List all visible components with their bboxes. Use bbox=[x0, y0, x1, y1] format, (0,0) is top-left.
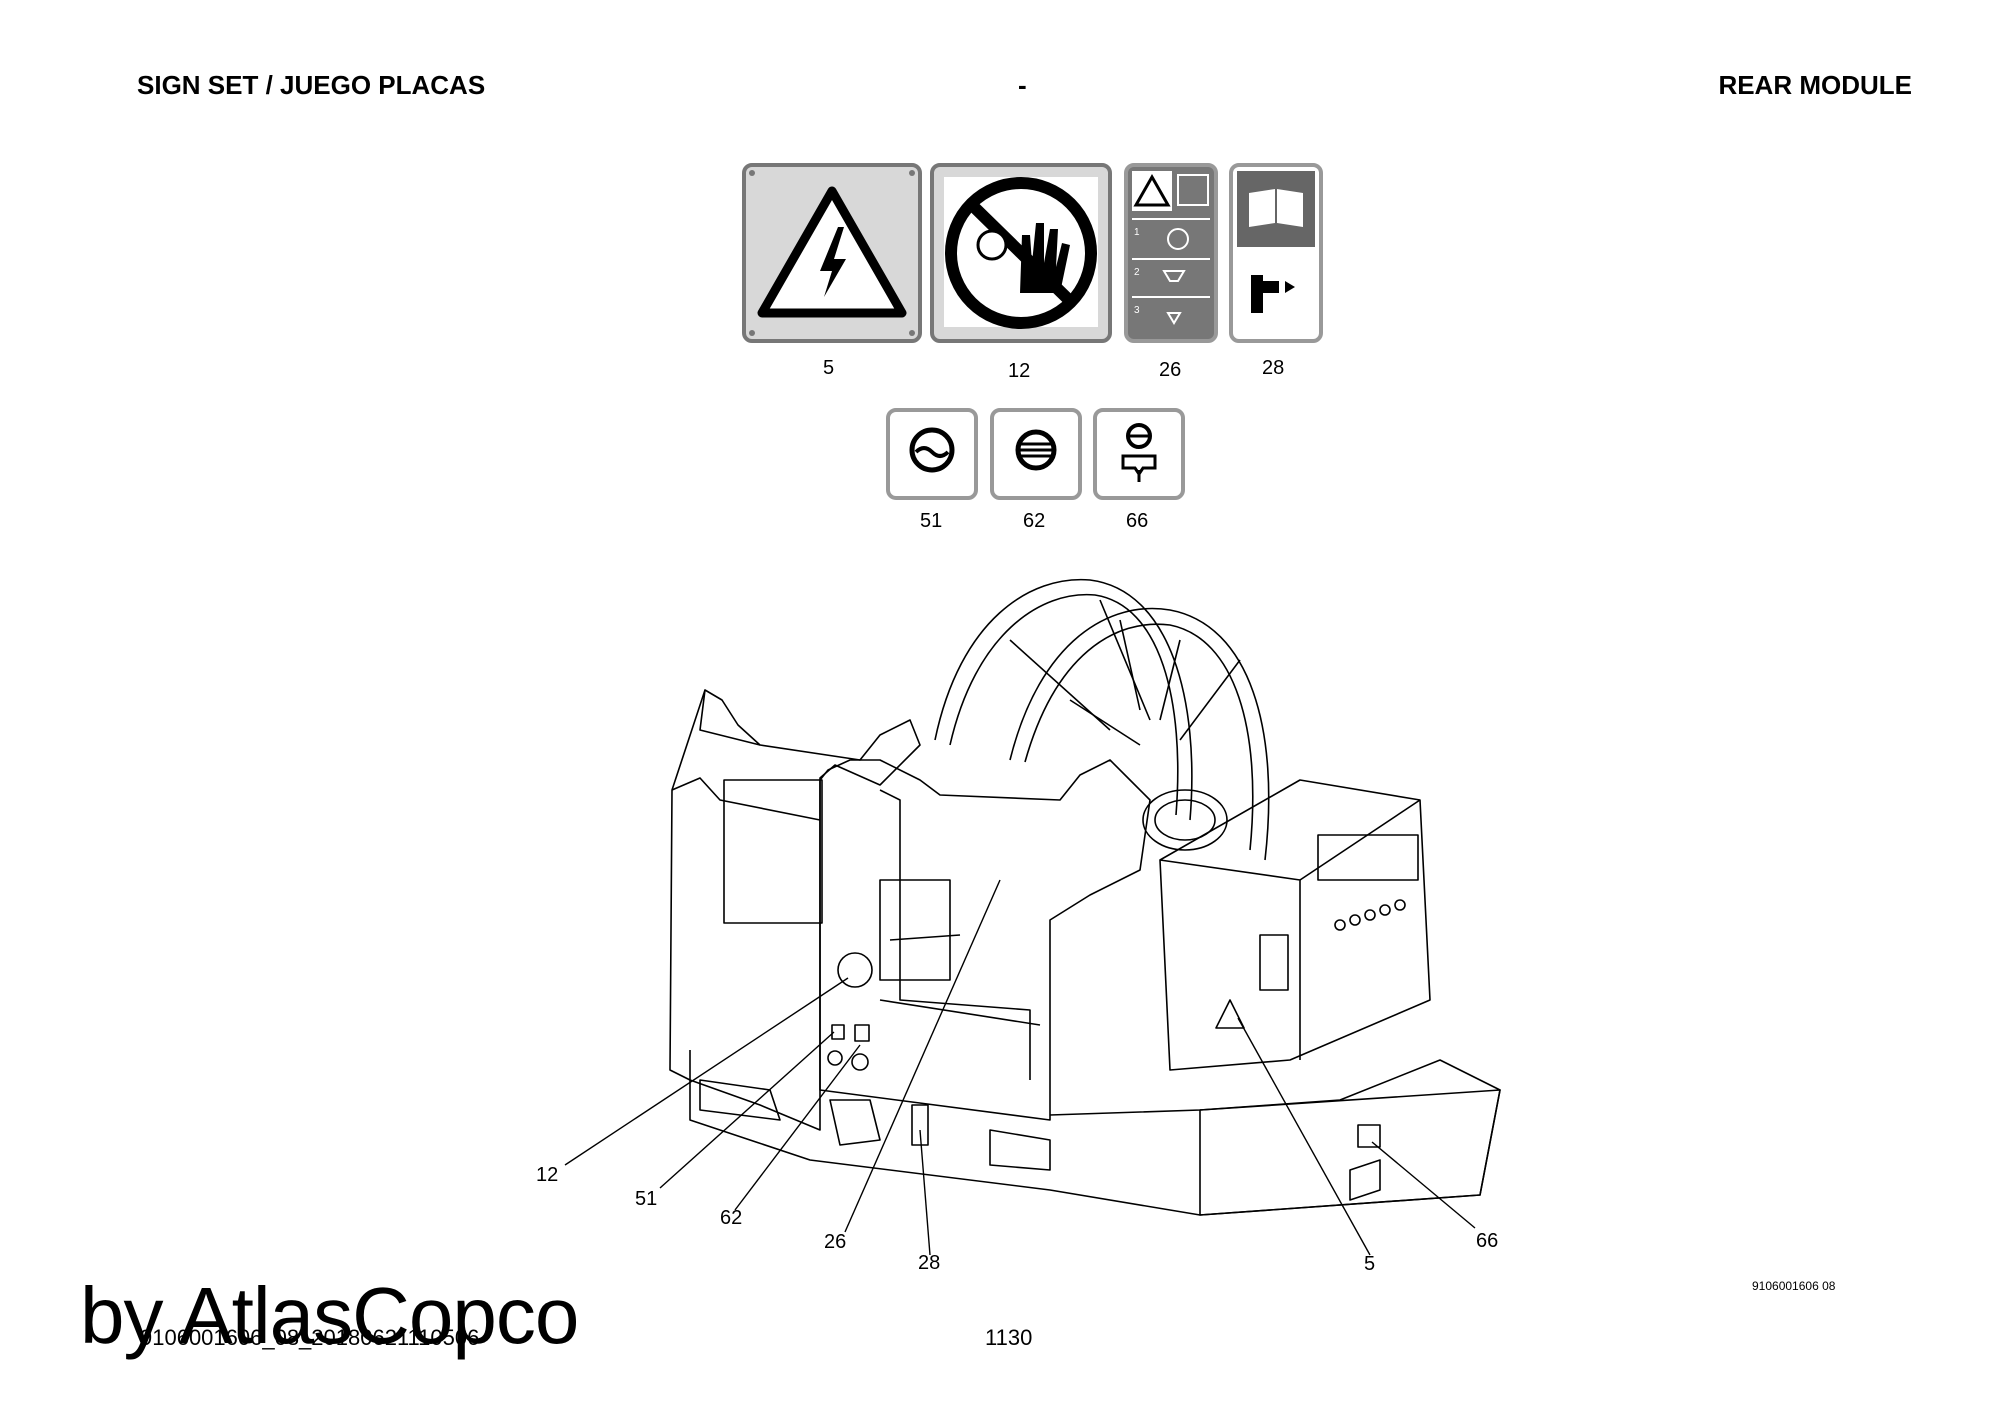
coolant-level-icon bbox=[886, 408, 978, 500]
callout-label: 62 bbox=[720, 1207, 743, 1229]
sign-label: 26 bbox=[1159, 359, 1182, 381]
center-opening bbox=[879, 879, 951, 981]
coolant-sign-location bbox=[837, 952, 873, 988]
right-handle bbox=[989, 1129, 1051, 1171]
control-display bbox=[1317, 834, 1419, 881]
svg-text:1: 1 bbox=[1134, 227, 1140, 238]
reel-hub bbox=[1142, 789, 1228, 851]
header-module: REAR MODULE bbox=[1718, 70, 1912, 100]
callout-label: 12 bbox=[536, 1164, 559, 1186]
electrical-hazard-icon bbox=[742, 163, 922, 343]
svg-text:3: 3 bbox=[1134, 305, 1140, 316]
sign-stop-procedure: 1 2 3 bbox=[1124, 163, 1218, 350]
reel-outer-rim bbox=[934, 578, 1193, 821]
sign-label: 28 bbox=[1262, 357, 1285, 379]
header-separator: - bbox=[1018, 70, 1027, 100]
frame-left-outer bbox=[669, 689, 921, 1131]
side-panel bbox=[723, 779, 823, 924]
no-hand-entry-icon bbox=[930, 163, 1112, 343]
callout-label: 26 bbox=[824, 1231, 847, 1253]
page-number: 1130 bbox=[985, 1325, 1033, 1350]
reel-inner-rim bbox=[949, 593, 1179, 816]
electrical-sign-location bbox=[1215, 999, 1245, 1029]
callout-label: 5 bbox=[1364, 1253, 1376, 1275]
footer-code: 9106001606_08_20180621110506 bbox=[140, 1325, 480, 1350]
sign-no-hand-entry bbox=[930, 163, 1112, 350]
callout-label: 28 bbox=[918, 1252, 941, 1274]
callout-label: 51 bbox=[635, 1188, 658, 1210]
sign-label: 5 bbox=[823, 357, 835, 379]
sign-coolant-level bbox=[886, 408, 978, 505]
sign-electrical-hazard bbox=[742, 163, 922, 350]
sign-label: 62 bbox=[1023, 510, 1046, 532]
leader-lines bbox=[564, 879, 1476, 1256]
sign-oil bbox=[990, 408, 1082, 505]
sign-28-location bbox=[911, 1104, 929, 1146]
left-handle bbox=[699, 1079, 781, 1121]
svg-text:2: 2 bbox=[1134, 267, 1140, 278]
control-switch bbox=[1259, 934, 1289, 991]
sign-oil-drain bbox=[1093, 408, 1185, 505]
watermark: by AtlasCopco bbox=[80, 1271, 579, 1360]
drawing-id: 9106001606 08 bbox=[1752, 1279, 1836, 1293]
read-manual-icon bbox=[1229, 163, 1323, 343]
oil-icon bbox=[990, 408, 1082, 500]
sign-label: 66 bbox=[1126, 510, 1149, 532]
sign-51-location bbox=[831, 1024, 845, 1040]
reel-front-rim bbox=[1009, 607, 1270, 861]
control-box bbox=[1159, 779, 1431, 1071]
frame-center bbox=[819, 759, 1151, 1121]
callout-label: 66 bbox=[1476, 1230, 1499, 1252]
header-title: SIGN SET / JUEGO PLACAS bbox=[137, 70, 486, 100]
sign-read-manual bbox=[1229, 163, 1323, 350]
sign-66-location bbox=[1357, 1124, 1381, 1148]
sign-label: 51 bbox=[920, 510, 943, 532]
towing-eye bbox=[829, 1099, 881, 1146]
stop-procedure-icon: 1 2 3 bbox=[1124, 163, 1218, 343]
sign-label: 12 bbox=[1008, 360, 1031, 382]
sign-62-location bbox=[854, 1024, 870, 1042]
reel-front-inner-rim bbox=[1024, 623, 1254, 851]
oil-drain-icon bbox=[1093, 408, 1185, 500]
right-cover bbox=[1199, 1089, 1501, 1216]
